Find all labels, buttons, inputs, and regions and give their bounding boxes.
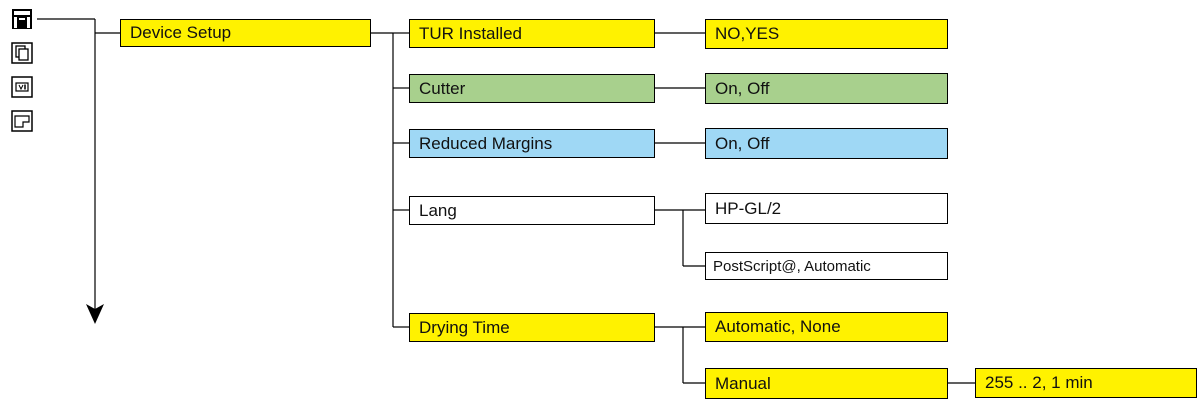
option-cutter[interactable]: On, Off: [705, 73, 948, 104]
option-reduced-margins[interactable]: On, Off: [705, 128, 948, 159]
paper-icon: [11, 110, 33, 132]
menu-item-tur-installed[interactable]: TUR Installed: [409, 19, 655, 48]
ink-cartridge-icon: [11, 76, 33, 98]
menu-item-drying-time[interactable]: Drying Time: [409, 313, 655, 342]
menu-item-lang[interactable]: Lang: [409, 196, 655, 225]
menu-item-reduced-margins[interactable]: Reduced Margins: [409, 129, 655, 158]
printer-icon: [11, 8, 33, 30]
option-lang-postscript[interactable]: PostScript@, Automatic: [705, 252, 948, 280]
menu-item-cutter[interactable]: Cutter: [409, 74, 655, 103]
option-drying-manual-value[interactable]: 255 .. 2, 1 min: [975, 368, 1197, 398]
option-drying-manual[interactable]: Manual: [705, 368, 948, 399]
option-drying-automatic[interactable]: Automatic, None: [705, 312, 948, 342]
option-tur-installed[interactable]: NO,YES: [705, 19, 948, 49]
option-lang-hpgl2[interactable]: HP-GL/2: [705, 193, 948, 224]
down-arrow-icon: [86, 304, 104, 324]
menu-root-device-setup[interactable]: Device Setup: [120, 19, 371, 47]
copy-icon: [11, 42, 33, 64]
